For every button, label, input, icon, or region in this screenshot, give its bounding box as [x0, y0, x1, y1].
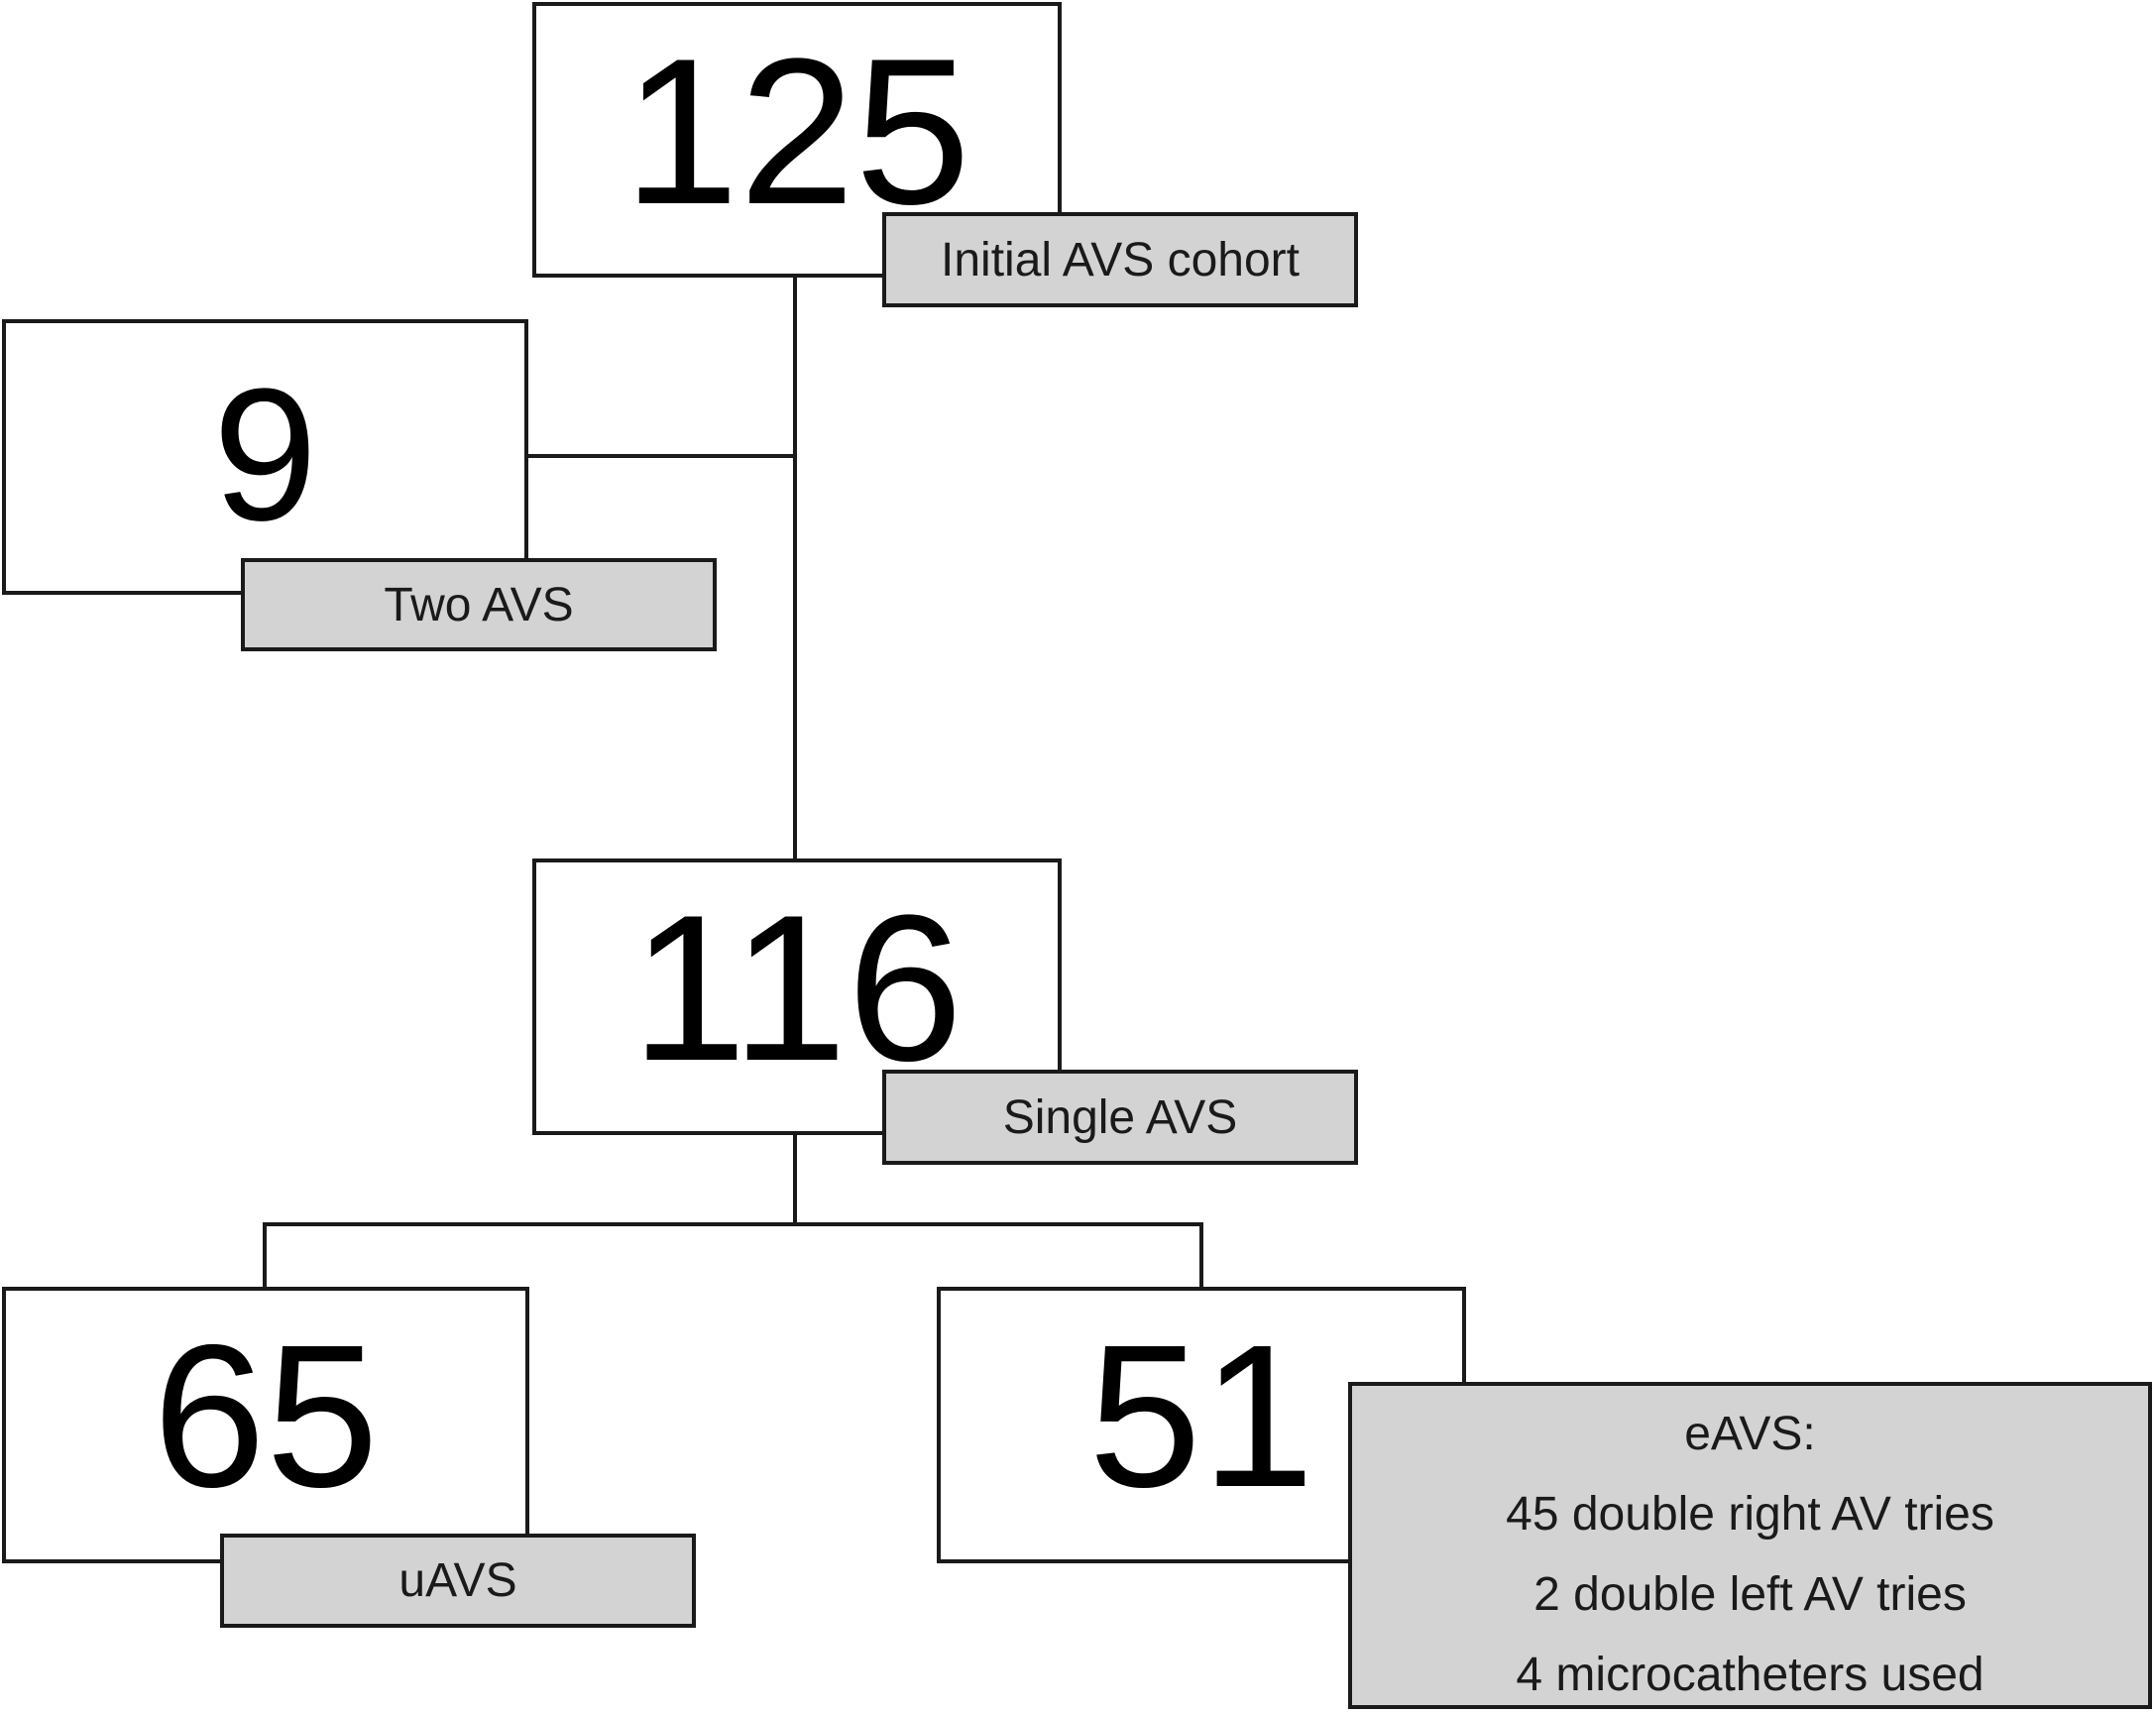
label-excluded: Two AVS: [241, 558, 717, 651]
node-uavs: 65: [2, 1287, 529, 1563]
label-eavs-left-tries: 2 double left AV tries: [1533, 1568, 1967, 1621]
label-eavs: eAVS: 45 double right AV tries 2 double …: [1348, 1382, 2152, 1709]
node-excluded: 9: [2, 319, 528, 595]
node-uavs-count: 65: [152, 1303, 380, 1530]
node-eavs-count: 51: [1087, 1303, 1315, 1530]
node-initial-count: 125: [623, 15, 971, 248]
label-initial-cohort: Initial AVS cohort: [882, 212, 1358, 307]
label-uavs: uAVS: [220, 1534, 696, 1628]
node-single-count: 116: [630, 871, 964, 1104]
label-single-avs: Single AVS: [882, 1070, 1358, 1165]
node-excluded-count: 9: [212, 350, 318, 560]
label-eavs-microcatheters: 4 microcatheters used: [1516, 1649, 1985, 1701]
label-eavs-title: eAVS:: [1684, 1408, 1816, 1460]
label-eavs-right-tries: 45 double right AV tries: [1506, 1488, 1994, 1541]
